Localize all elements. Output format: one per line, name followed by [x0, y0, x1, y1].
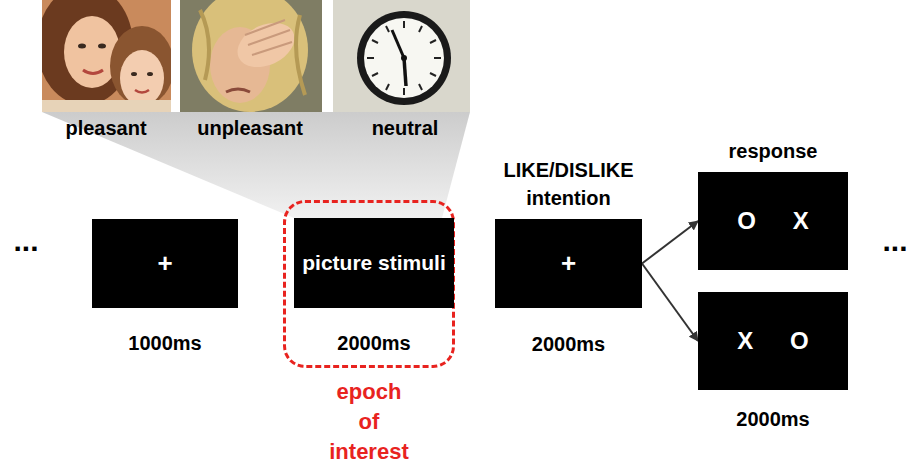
- eye: [147, 72, 153, 76]
- tick: [372, 73, 378, 76]
- tick: [403, 21, 405, 28]
- box-text: X O: [737, 327, 808, 355]
- fixation-box: +1000ms: [92, 219, 238, 308]
- box-text: +: [157, 248, 172, 279]
- hair: [192, 0, 308, 112]
- pleasant-photo: [42, 0, 171, 112]
- neutral-photo: [333, 0, 470, 112]
- frown: [226, 89, 250, 92]
- clothing: [42, 100, 171, 112]
- unpleasant-photo: [180, 0, 322, 112]
- box-text: picture stimuli: [302, 250, 446, 276]
- epoch-frame: epoch of interestpicture stimuli2000ms: [283, 200, 455, 368]
- box-text: O X: [737, 207, 808, 235]
- stimulus-box: picture stimuli2000ms: [294, 218, 454, 308]
- box-content: +: [495, 219, 642, 308]
- continuation-ellipsis: ...: [13, 224, 38, 258]
- box-content: picture stimuli: [294, 218, 454, 308]
- duration-label: 1000ms: [128, 330, 201, 356]
- eye: [78, 44, 86, 49]
- box-heading: LIKE/DISLIKE intention: [489, 156, 649, 212]
- tick: [430, 73, 436, 76]
- hair-strands: [200, 10, 305, 95]
- smile: [135, 90, 149, 93]
- fingers: [245, 20, 292, 55]
- box-content: +: [92, 219, 238, 308]
- hand: [230, 14, 301, 76]
- valence-label: pleasant: [65, 116, 146, 140]
- box-heading: response: [729, 138, 818, 164]
- duration-label: 2000ms: [337, 330, 410, 356]
- flow-arrow: [642, 264, 698, 342]
- box-content: X O: [698, 292, 848, 390]
- tick: [419, 26, 422, 32]
- tick: [386, 26, 389, 32]
- tick: [403, 88, 405, 95]
- minute-hand: [392, 30, 404, 58]
- smile: [83, 70, 103, 74]
- duration-label: epoch of interest: [326, 377, 412, 467]
- flow-arrow: [642, 221, 698, 264]
- duration-label: 2000ms: [736, 406, 809, 432]
- response-box: X O2000ms: [698, 292, 848, 390]
- tick: [434, 57, 441, 59]
- response-box: O Xresponse: [698, 172, 848, 270]
- duration-label: 2000ms: [489, 330, 649, 358]
- hour-hand: [404, 58, 406, 86]
- hair: [110, 26, 171, 106]
- clock-rim: [357, 11, 451, 105]
- valence-label: neutral: [372, 116, 439, 140]
- box-text: +: [561, 248, 576, 279]
- clock-pin: [401, 55, 407, 61]
- eye: [131, 72, 137, 76]
- tick: [372, 40, 378, 43]
- photo-ground: [333, 0, 470, 112]
- tick: [367, 57, 374, 59]
- tick: [430, 40, 436, 43]
- tick: [386, 84, 389, 90]
- clock-face: [364, 18, 444, 98]
- box-content: O X: [698, 172, 848, 270]
- tick: [419, 84, 422, 90]
- face: [120, 50, 164, 106]
- eye: [98, 44, 106, 49]
- continuation-ellipsis: ...: [882, 224, 907, 258]
- clock-ticks: [367, 21, 441, 95]
- intention-box: +LIKE/DISLIKE intention2000ms: [495, 219, 642, 308]
- valence-label: unpleasant: [197, 116, 303, 140]
